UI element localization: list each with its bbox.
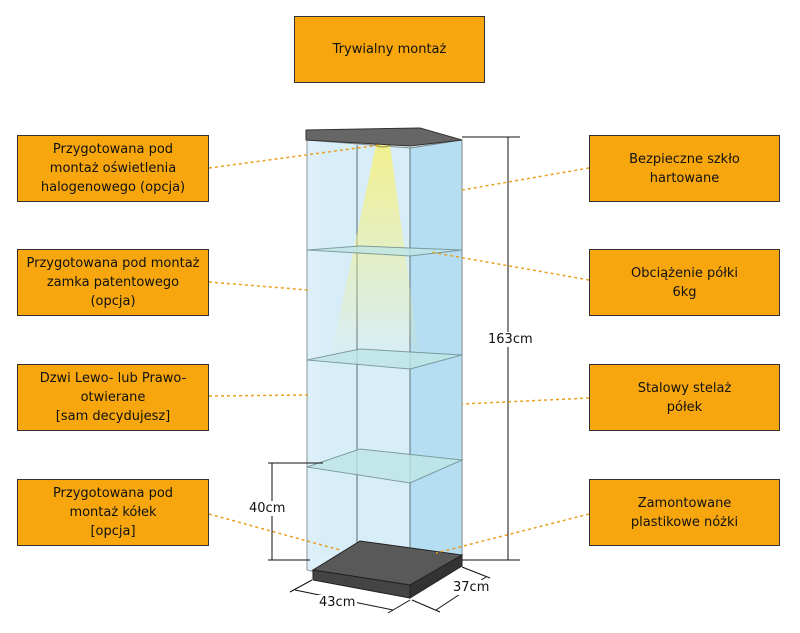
callout-halogen-lighting: Przygotowana pod montaż oświetlenia halo…	[17, 135, 209, 202]
shelf-1	[306, 245, 463, 257]
callout-line: plastikowe nóżki	[630, 514, 739, 530]
callout-line: Zamontowane	[637, 495, 732, 511]
callout-door-opening: Dzwi Lewo- lub Prawo- otwierane [sam dec…	[17, 364, 209, 431]
cabinet-top	[305, 127, 463, 147]
cabinet-base-side	[409, 554, 463, 599]
callout-line: Przygotowana pod montaż	[26, 256, 200, 271]
callout-steel-frame: Stalowy stelaż półek	[589, 364, 780, 431]
shelf-2	[306, 348, 463, 370]
leader-lines-right	[429, 167, 590, 554]
callout-line: montaż kółek	[69, 505, 157, 520]
dimension-width-label: 43cm	[317, 595, 358, 610]
callout-line: montaż oświetlenia	[49, 161, 177, 176]
callout-line: 6kg	[672, 284, 697, 300]
callout-line: zamka patentowego	[46, 275, 180, 290]
title-box-line: Trywialny montaż	[332, 42, 447, 57]
callout-line: Stalowy stelaż	[637, 380, 732, 396]
dimension-base-height-label: 40cm	[247, 501, 288, 516]
callout-shelf-load: Obciążenie półki 6kg	[589, 249, 780, 316]
callout-line: [opcja]	[90, 524, 136, 539]
dimension-height-label: 163cm	[486, 332, 535, 347]
glass-right-panel	[409, 139, 463, 597]
callout-tempered-glass: Bezpieczne szkło hartowane	[589, 135, 780, 202]
callout-line: hartowane	[649, 170, 720, 186]
callout-line: Przygotowana pod	[52, 486, 174, 501]
callout-line: Dzwi Lewo- lub Prawo-	[39, 371, 187, 386]
shelf-3	[306, 448, 464, 484]
callout-line: (opcja)	[90, 294, 136, 309]
callout-line: [sam decydujesz]	[55, 409, 171, 424]
callout-line: otwierane	[80, 390, 146, 405]
callout-line: półek	[666, 399, 703, 415]
callout-wheels: Przygotowana pod montaż kółek [opcja]	[17, 479, 209, 546]
callout-line: Obciążenie półki	[630, 265, 739, 281]
leader-lines-left	[208, 144, 381, 551]
dimension-lines	[268, 136, 520, 614]
callout-line: Przygotowana pod	[52, 142, 174, 157]
callout-line: halogenowego (opcja)	[40, 180, 186, 195]
callout-patent-lock: Przygotowana pod montaż zamka patentoweg…	[17, 249, 209, 316]
title-box: Trywialny montaż	[294, 16, 485, 83]
callout-plastic-feet: Zamontowane plastikowe nóżki	[589, 479, 780, 546]
dimension-depth-label: 37cm	[451, 580, 492, 595]
callout-line: Bezpieczne szkło	[629, 151, 740, 167]
